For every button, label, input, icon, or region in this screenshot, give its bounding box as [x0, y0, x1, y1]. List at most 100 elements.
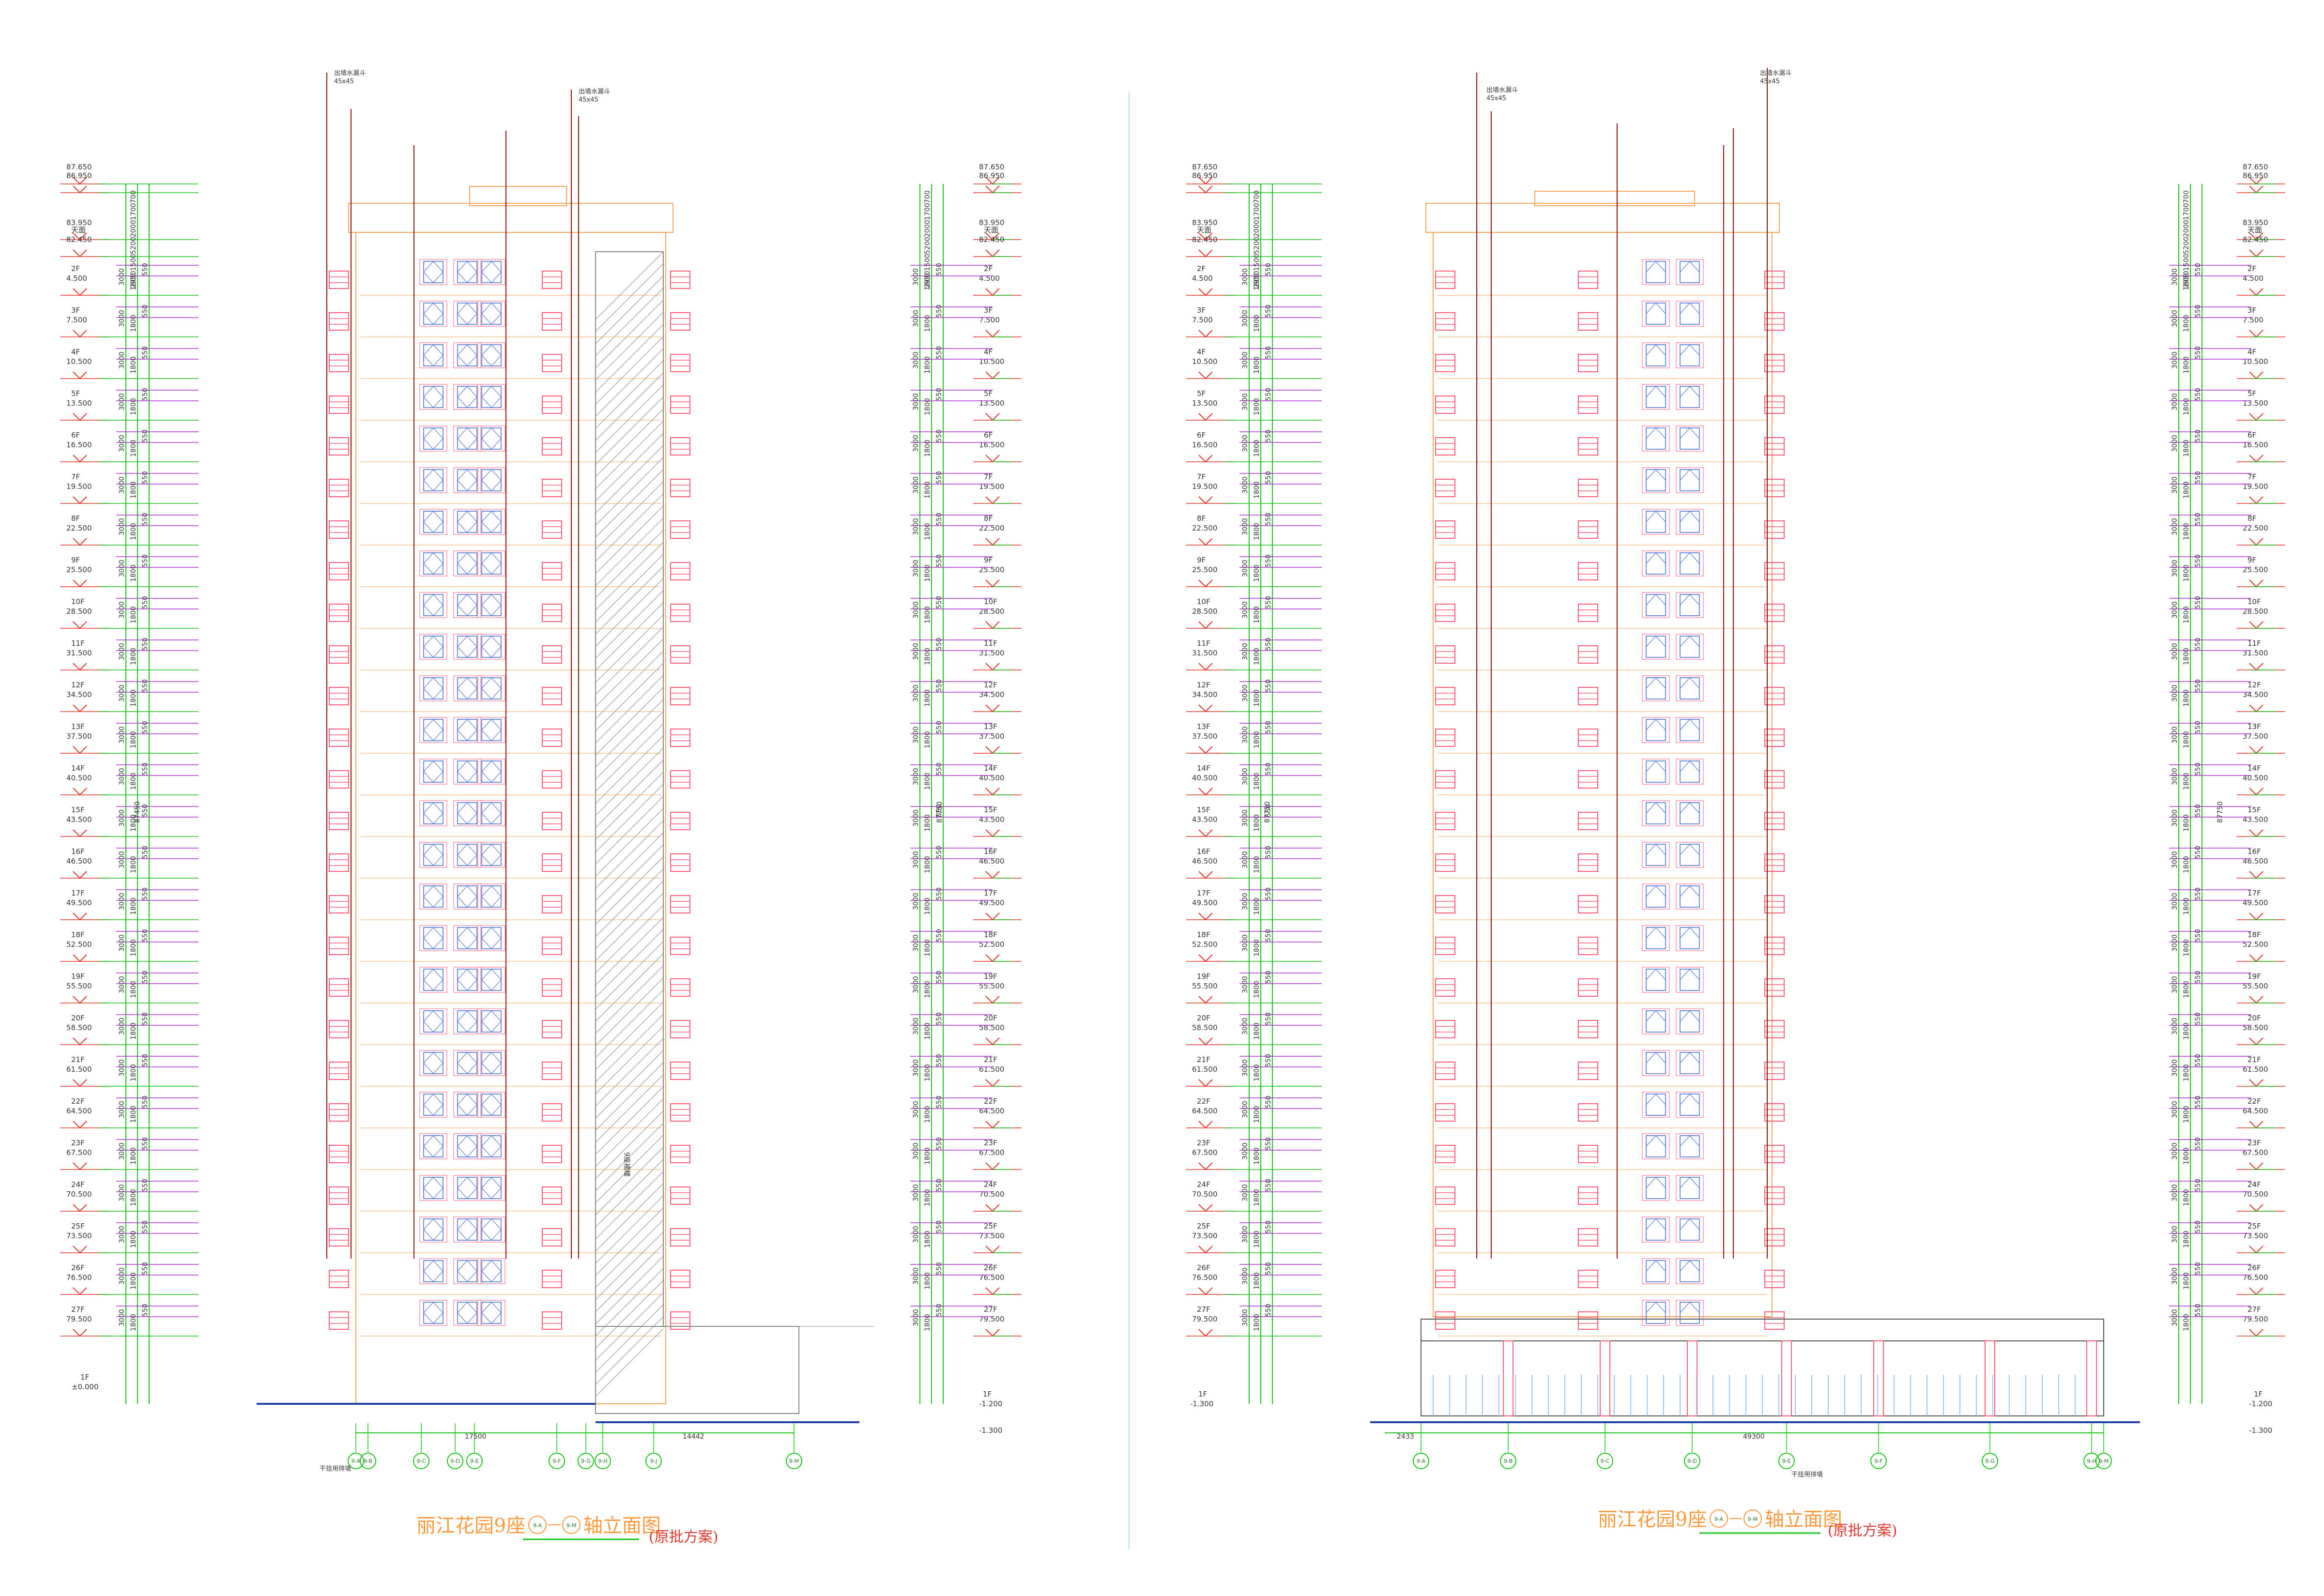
level-name: 19F: [984, 972, 997, 981]
left-axis-label: 9-M: [789, 1458, 799, 1464]
right-col-a-story-dim: 3000: [1241, 476, 1249, 494]
right-col-a-window-dim: 1800: [1253, 481, 1261, 499]
left-axis-bubble: [786, 1453, 802, 1469]
level-name: 8F: [71, 514, 80, 523]
right-col-b-sill-dim: 550: [2194, 1179, 2202, 1192]
left-balcony-0: [329, 937, 349, 955]
left-window-frame: [419, 1008, 447, 1034]
left-col-b-top-dim: 1700: [924, 203, 932, 220]
right-col-a-window-dim: 1800: [1253, 814, 1261, 832]
right-axis-bubble: [1870, 1453, 1887, 1469]
left-balcony-1: [542, 812, 562, 830]
left-balcony-1: [542, 978, 562, 997]
level-elevation: 4.500: [66, 274, 87, 283]
left-balcony-0: [329, 1062, 349, 1080]
left-window-frame: [477, 467, 505, 493]
left-balcony-1: [542, 1311, 562, 1330]
right-window-frame: [1642, 1258, 1670, 1284]
left-window-diamond: [481, 927, 502, 949]
right-col-b-sill-dim: 550: [2194, 304, 2202, 318]
right-col-a-story-dim: 3000: [1241, 851, 1249, 868]
left-window-diamond: [457, 969, 477, 991]
left-window-frame: [419, 925, 447, 951]
right-window-arch: [1646, 969, 1666, 980]
right-window-arch: [1680, 303, 1700, 314]
level-elevation: 73.500: [979, 1231, 1005, 1240]
level-name: 20F: [1197, 1014, 1210, 1022]
right-balcony-0: [1435, 312, 1455, 331]
right-window-frame: [1676, 800, 1704, 826]
right-col-a-sill-dim: 550: [1265, 1137, 1272, 1150]
left-col-b-sill-dim: 550: [935, 1012, 943, 1025]
hatch-line: [595, 1014, 664, 1082]
right-axis-label: 9-F: [1874, 1458, 1882, 1464]
left-window-diamond: [423, 261, 443, 283]
right-balcony-2: [1764, 437, 1785, 456]
left-col-b-top-dim: 1500: [924, 254, 932, 271]
right-axis-label: 9-M: [2099, 1458, 2109, 1464]
left-balcony-2: [670, 1020, 690, 1038]
left-col-b-sill-dim: 550: [935, 346, 943, 359]
left-window-diamond: [423, 1218, 443, 1241]
level-elevation: 76.500: [2243, 1273, 2268, 1282]
hatch-line: [595, 288, 664, 356]
right-col-b-story-dim: 3000: [2171, 601, 2179, 619]
left-window-diamond: [457, 1177, 477, 1199]
left-col-a-sill-dim: 550: [141, 1262, 149, 1275]
left-col-a-window-dim: 1800: [130, 1147, 138, 1165]
left-balcony-0: [329, 395, 349, 414]
right-col-b-sill-dim: 550: [2194, 804, 2202, 817]
left-col-a-sill-dim: 550: [141, 263, 149, 276]
level-name: 13F: [984, 722, 997, 731]
left-balcony-0: [329, 437, 349, 456]
right-col-a-sill-dim: 550: [1265, 346, 1272, 359]
level-name: 15F: [1197, 806, 1210, 814]
left-window-frame: [477, 1175, 505, 1201]
hatch-line: [595, 554, 664, 623]
left-balcony-1: [542, 937, 562, 955]
level-elevation: 31.500: [1192, 649, 1218, 657]
left-window-diamond: [457, 386, 477, 408]
right-axis-label: 9-H: [2087, 1458, 2096, 1464]
left-window-frame: [419, 634, 447, 660]
left-axis-label: 9-J: [650, 1458, 657, 1464]
right-col-b-window-dim: 1800: [2183, 1314, 2190, 1331]
right-col-a-story-dim: 3000: [1241, 893, 1249, 910]
right-col-a-story-dim: 3000: [1241, 351, 1249, 369]
hatch-line: [595, 1316, 664, 1385]
right-balcony-1: [1578, 1311, 1598, 1330]
left-window-frame: [477, 426, 505, 452]
left-col-a-story-dim: 3000: [118, 310, 126, 327]
left-window-diamond: [423, 802, 443, 824]
right-balcony-2: [1764, 1145, 1785, 1163]
left-window-diamond: [423, 1052, 443, 1074]
left-col-a-sill-dim: 550: [141, 721, 149, 734]
level-name: 9F: [2248, 556, 2256, 564]
level-elevation: 86.950: [1192, 171, 1218, 180]
left-axis-label: 9-F: [552, 1458, 561, 1464]
left-col-b-sill-dim: 550: [935, 429, 943, 442]
right-col-a-sill-dim: 550: [1265, 846, 1272, 859]
right-col-a-window-dim: 1800: [1253, 315, 1261, 332]
left-col-a-sill-dim: 550: [141, 429, 149, 442]
level-elevation: 58.500: [66, 1023, 92, 1032]
left-col-b-sill-dim: 550: [935, 804, 943, 817]
right-pipe-label-1b: 45x45: [1760, 78, 1780, 85]
left-col-a-sill-dim: 550: [141, 1220, 149, 1233]
left-col-a-sill-dim: 550: [141, 554, 149, 567]
right-col-a-sill-dim: 550: [1265, 1179, 1272, 1192]
right-col-b-window-dim: 1800: [2183, 731, 2190, 748]
left-window-frame: [477, 759, 505, 785]
right-col-a-sill-dim: 550: [1265, 429, 1272, 442]
left-window-diamond: [481, 511, 502, 533]
right-col-a-window-dim: 1800: [1253, 939, 1261, 957]
right-balcony-0: [1435, 562, 1455, 580]
left-balcony-1: [542, 770, 562, 789]
level-name: 26F: [1197, 1263, 1210, 1272]
left-col-a-window-dim: 1800: [130, 1314, 138, 1331]
left-balcony-0: [329, 812, 349, 830]
left-balcony-0: [329, 604, 349, 622]
